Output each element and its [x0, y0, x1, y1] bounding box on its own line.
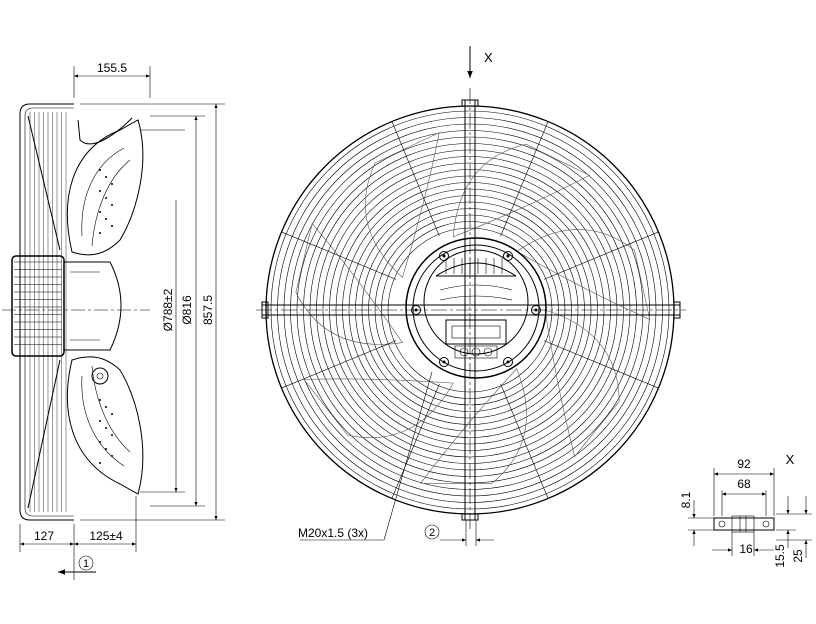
dim-68: 68	[737, 477, 751, 491]
detail-x: X 92 68 8.1 16 15.5	[679, 452, 812, 568]
callout-1-circle	[78, 555, 94, 571]
callout-2-circle	[424, 524, 440, 540]
dim-15-5: 15.5	[773, 544, 787, 568]
dim-857-5: 857.5	[201, 295, 215, 325]
terminal-box	[445, 319, 507, 345]
dim-155-5: 155.5	[97, 61, 127, 75]
hub-ring	[405, 237, 547, 379]
detail-title: X	[786, 452, 795, 467]
dim-16: 16	[739, 542, 753, 556]
callout-2: 2	[429, 527, 435, 539]
section-mark-x: X	[484, 50, 493, 65]
dim-diameter-788: Ø788±2	[161, 288, 175, 331]
hub	[63, 261, 122, 351]
dim-127: 127	[34, 529, 54, 543]
motor-face	[423, 249, 529, 355]
upper-blade	[66, 119, 144, 256]
dim-8-1: 8.1	[679, 491, 693, 508]
callout-1: 1	[83, 558, 89, 570]
dim-92: 92	[737, 457, 751, 471]
dim-diameter-816: Ø816	[180, 295, 194, 325]
lower-blade	[66, 356, 144, 495]
thread-label: M20x1.5 (3x)	[298, 526, 368, 540]
dim-25: 25	[791, 549, 805, 563]
cable-glands	[454, 345, 498, 359]
dim-125: 125±4	[89, 529, 123, 543]
side-view: 155.5 Ø788±2 Ø816 857.5 127 125±4 1	[2, 61, 225, 580]
front-view: X M20x1.5 (3x) 2	[256, 46, 686, 546]
rail-profile	[713, 517, 775, 531]
